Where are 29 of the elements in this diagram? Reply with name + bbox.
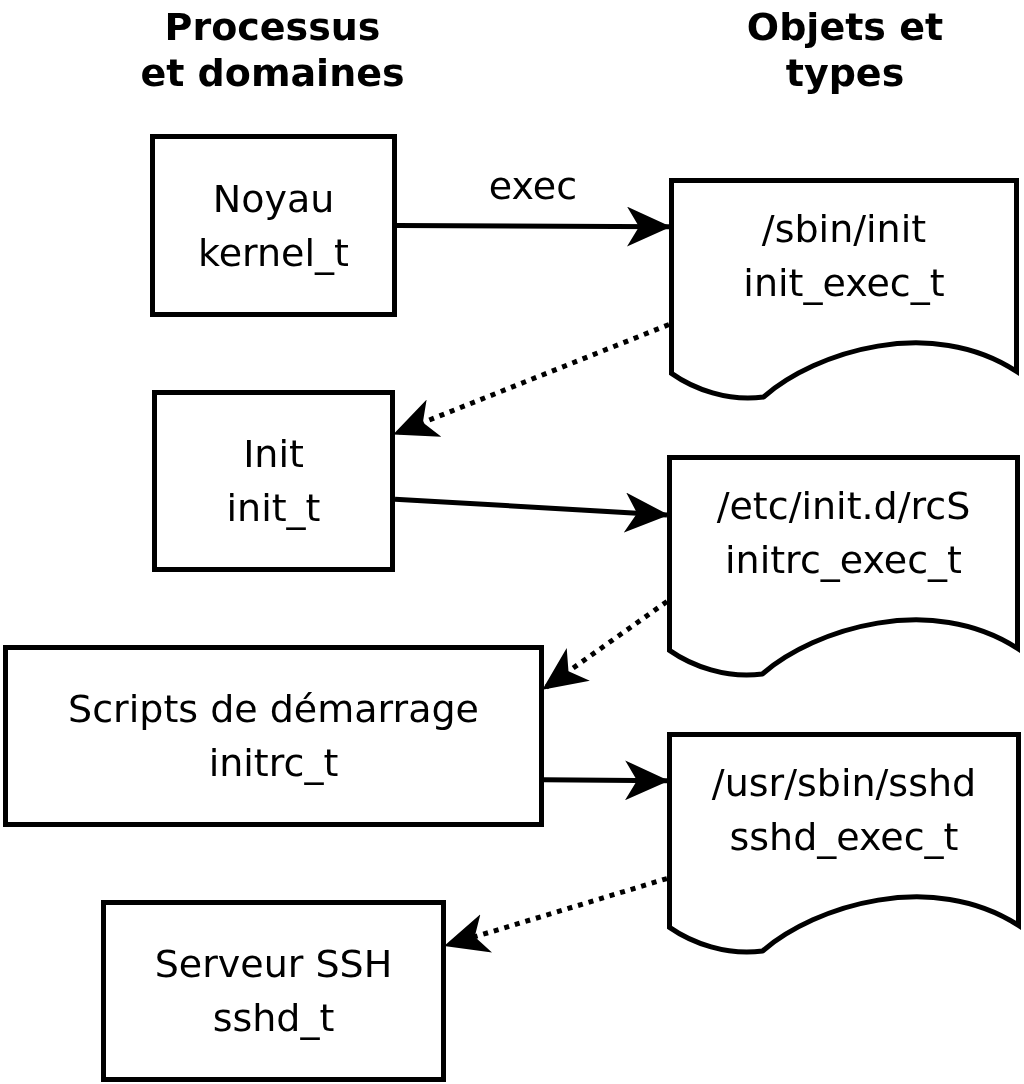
arrow [542, 599, 669, 691]
arrow [394, 492, 669, 533]
process-box [152, 390, 395, 572]
arrow [444, 876, 668, 953]
arrow [393, 322, 670, 437]
node-text: Init [243, 431, 304, 478]
node-text: initrc_exec_t [724, 537, 963, 584]
column-heading: Objets et types [745, 4, 945, 96]
node-text: /usr/sbin/sshd [710, 760, 978, 807]
node-text: /etc/init.d/rcS [715, 483, 972, 530]
node-text: /sbin/init [760, 206, 928, 253]
file-document-shape [667, 732, 1021, 954]
file-document-shape [667, 455, 1020, 677]
node-text: initrc_t [208, 740, 339, 787]
process-box [3, 645, 544, 827]
node-text: Scripts de démarrage [68, 686, 479, 733]
process-box [101, 900, 446, 1082]
arrow [543, 760, 669, 801]
node-text: Serveur SSH [154, 941, 393, 988]
file-document-shape [669, 178, 1019, 400]
node-text: sshd_t [212, 995, 335, 1042]
arrow [397, 206, 671, 247]
node-text: init_exec_t [742, 260, 946, 307]
node-text: sshd_exec_t [728, 814, 960, 861]
node-text: kernel_t [198, 229, 349, 277]
column-heading: Processus et domaines [140, 4, 405, 96]
process-box [150, 134, 397, 317]
node-text: init_t [226, 485, 321, 532]
node-text: Noyau [212, 175, 335, 223]
